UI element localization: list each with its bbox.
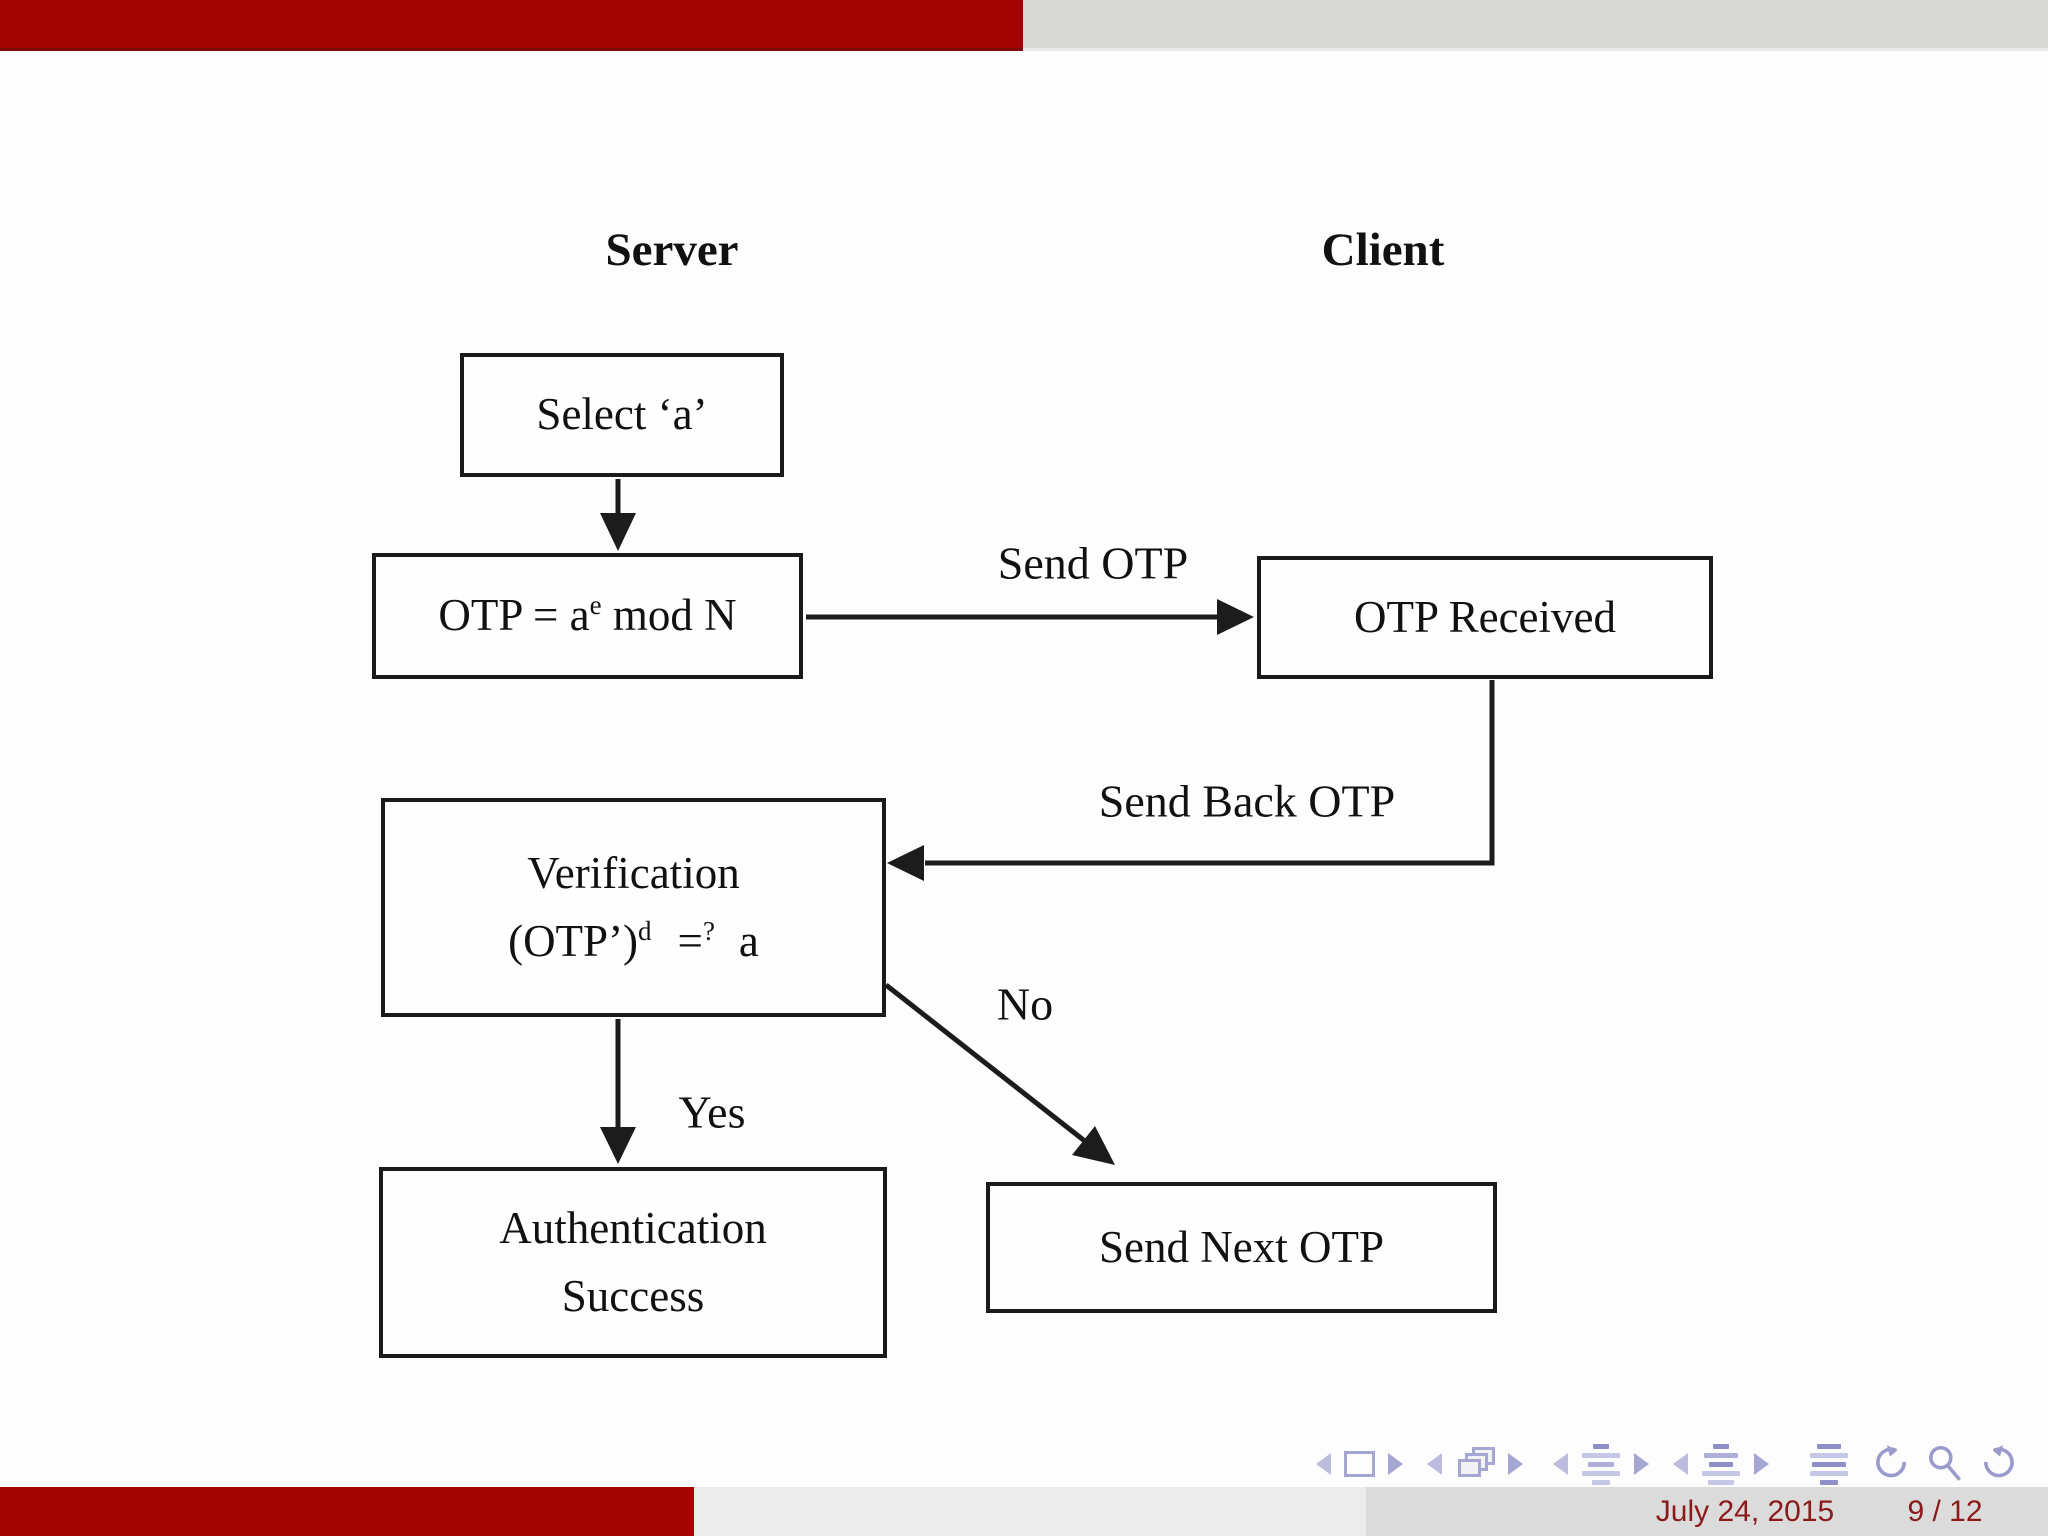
send-otp-edge-label: Send OTP [997, 537, 1189, 589]
section-list-icon[interactable] [1701, 1443, 1741, 1485]
document-nav-group [1809, 1443, 1849, 1485]
list-line [1709, 1461, 1733, 1467]
header-bar-red-segment [0, 0, 1023, 51]
next-section-icon[interactable] [1754, 1453, 1769, 1475]
authentication-success-line2: Success [561, 1270, 705, 1321]
slide-nav-group [1316, 1451, 1403, 1477]
otp-formula-exponent: e [589, 590, 602, 621]
prev-subsection-icon[interactable] [1553, 1453, 1568, 1475]
subsection-list-icon[interactable] [1581, 1443, 1621, 1485]
send-next-otp-box: Send Next OTP [986, 1182, 1497, 1313]
authentication-success-box: Authentication Success [379, 1167, 887, 1358]
verification-formula: (OTP’)d =? a [508, 908, 759, 976]
select-a-label: Select ‘a’ [536, 389, 708, 440]
footer-right-segment [1366, 1487, 2048, 1536]
otp-received-box: OTP Received [1257, 556, 1713, 679]
otp-calculation-box: OTP = ae mod N [372, 553, 803, 679]
section-nav-group [1673, 1443, 1769, 1485]
send-back-otp-edge-label: Send Back OTP [1098, 775, 1396, 827]
authentication-success-line1: Authentication [499, 1203, 767, 1253]
header-bar-gray-segment [1023, 0, 2048, 51]
footer-page-number: 9 / 12 [1907, 1495, 1983, 1528]
footer-bar: July 24, 2015 9 / 12 [0, 1487, 2048, 1536]
client-column-header: Client [1321, 224, 1445, 276]
prev-section-icon[interactable] [1673, 1453, 1688, 1475]
back-icon[interactable] [1869, 1443, 1911, 1485]
list-line [1810, 1452, 1848, 1458]
otp-received-label: OTP Received [1353, 591, 1616, 642]
list-line [1593, 1443, 1609, 1449]
list-line [1810, 1470, 1848, 1476]
verification-equals: = [677, 915, 703, 966]
list-line [1592, 1479, 1610, 1485]
yes-edge-label: Yes [678, 1086, 746, 1138]
no-edge-label: No [996, 978, 1054, 1030]
otp-formula-post: mod N [601, 590, 737, 641]
forward-icon[interactable] [1979, 1443, 2021, 1485]
verification-title: Verification [527, 848, 740, 898]
list-line [1708, 1479, 1734, 1485]
verification-exponent-d: d [638, 915, 652, 946]
footer-red-segment [0, 1487, 694, 1536]
list-line [1582, 1452, 1620, 1458]
header-bar [0, 0, 2048, 51]
list-line [1812, 1461, 1846, 1467]
prev-frame-icon[interactable] [1427, 1453, 1442, 1475]
next-frame-icon[interactable] [1508, 1453, 1523, 1475]
next-slide-icon[interactable] [1388, 1453, 1403, 1475]
presentation-list-icon[interactable] [1809, 1443, 1849, 1485]
arrow-no [884, 983, 1088, 1144]
list-line [1702, 1470, 1740, 1476]
list-line [1588, 1461, 1614, 1467]
arrowhead-select-to-otp [600, 513, 636, 551]
list-line [1704, 1452, 1738, 1458]
frame-nav-group [1427, 1447, 1523, 1481]
footer-mid-segment [694, 1487, 1366, 1536]
subsection-nav-group [1553, 1443, 1649, 1485]
verification-rhs-a: a [738, 915, 759, 966]
list-line [1820, 1479, 1838, 1485]
prev-slide-icon[interactable] [1316, 1453, 1331, 1475]
server-column-header: Server [605, 224, 739, 276]
verification-question-sup: ? [702, 915, 715, 946]
arrowhead-no [1072, 1126, 1115, 1165]
beamer-navigation-bar [1316, 1440, 2021, 1488]
arrowhead-send-otp [1217, 599, 1254, 635]
otp-calculation-label: OTP = ae mod N [438, 582, 736, 650]
arrow-send-back-otp [925, 680, 1495, 866]
select-a-box: Select ‘a’ [460, 353, 784, 477]
list-line [1817, 1443, 1841, 1449]
search-icon[interactable] [1924, 1443, 1966, 1485]
list-line [1713, 1443, 1729, 1449]
footer-date: July 24, 2015 [1655, 1495, 1835, 1528]
otp-formula-pre: OTP = a [438, 590, 590, 641]
history-nav-group [1869, 1443, 2021, 1485]
frame-stack-icon[interactable] [1455, 1447, 1495, 1481]
arrowhead-send-back-otp [887, 845, 924, 881]
next-subsection-icon[interactable] [1634, 1453, 1649, 1475]
verification-box: Verification (OTP’)d =? a [381, 798, 886, 1017]
arrowhead-yes [600, 1127, 636, 1164]
verification-otp-prime: (OTP’) [508, 915, 639, 966]
list-line [1582, 1470, 1620, 1476]
frame-icon[interactable] [1344, 1451, 1375, 1477]
send-next-otp-label: Send Next OTP [1099, 1221, 1384, 1272]
